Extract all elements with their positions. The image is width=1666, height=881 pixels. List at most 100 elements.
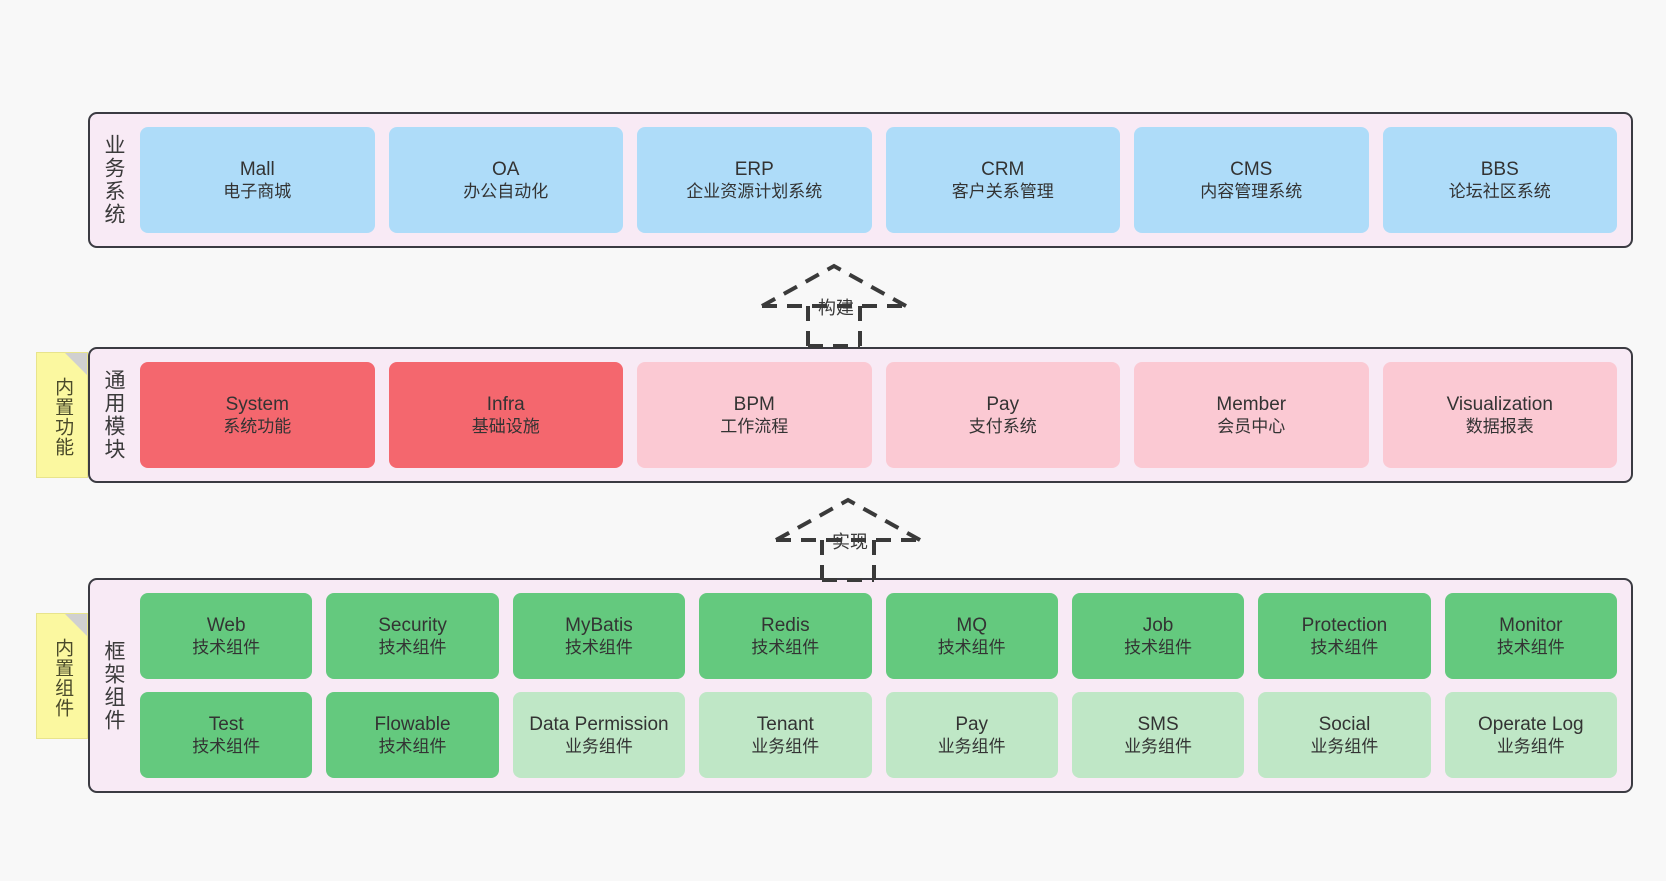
card-title-en: Visualization [1446, 393, 1553, 415]
layer-cards-business-system: Mall 电子商城 OA 办公自动化 ERP 企业资源计划系统 CRM 客户关系… [136, 114, 1631, 246]
card-data-permission[interactable]: Data Permission 业务组件 [512, 692, 686, 778]
card-visualization[interactable]: Visualization 数据报表 [1382, 362, 1617, 468]
card-title-cn: 业务组件 [937, 737, 1006, 757]
card-redis[interactable]: Redis 技术组件 [699, 593, 872, 679]
card-title-en: CRM [981, 158, 1025, 180]
card-protection[interactable]: Protection 技术组件 [1258, 593, 1431, 679]
card-title-cn: 支付系统 [968, 417, 1037, 437]
card-flowable[interactable]: Flowable 技术组件 [326, 692, 499, 778]
card-title-en: Mall [239, 158, 275, 180]
card-title-cn: 技术组件 [1310, 638, 1379, 658]
card-title-en: Flowable [374, 713, 451, 735]
layer-common-module: 通用模块 System 系统功能 Infra 基础设施 BPM 工作流程 Pay… [88, 347, 1633, 483]
card-mybatis[interactable]: MyBatis 技术组件 [512, 593, 686, 679]
card-title-cn: 企业资源计划系统 [686, 182, 823, 202]
card-title-cn: 业务组件 [751, 737, 820, 757]
card-sms[interactable]: SMS 业务组件 [1071, 692, 1245, 778]
card-title-cn: 技术组件 [378, 638, 447, 658]
layer-framework-component: 框架组件 Web 技术组件 Security 技术组件 MyBatis 技术组件… [88, 578, 1633, 793]
card-title-cn: 技术组件 [1124, 638, 1193, 658]
card-title-en: BPM [733, 393, 775, 415]
layer-cards-framework-component: Web 技术组件 Security 技术组件 MyBatis 技术组件 Redi… [136, 580, 1631, 791]
card-social[interactable]: Social 业务组件 [1258, 692, 1431, 778]
layer-title-business-system: 业务系统 [102, 134, 125, 226]
card-title-cn: 办公自动化 [463, 182, 549, 202]
card-title-cn: 客户关系管理 [951, 182, 1054, 202]
card-title-en: Infra [486, 393, 525, 415]
card-title-en: MyBatis [565, 614, 633, 636]
card-security[interactable]: Security 技术组件 [326, 593, 499, 679]
arrow-build-icon [761, 263, 907, 348]
card-crm[interactable]: CRM 客户关系管理 [885, 127, 1120, 233]
card-tenant[interactable]: Tenant 业务组件 [699, 692, 872, 778]
arrow-build [748, 258, 928, 353]
card-mq[interactable]: MQ 技术组件 [885, 593, 1058, 679]
card-title-en: Member [1216, 393, 1287, 415]
card-oa[interactable]: OA 办公自动化 [388, 127, 623, 233]
card-title-en: Monitor [1499, 614, 1563, 636]
sticky-note-builtin-component: 内置组件 [36, 613, 88, 739]
card-title-en: Web [206, 614, 246, 636]
card-operate-log[interactable]: Operate Log 业务组件 [1444, 692, 1617, 778]
card-cms[interactable]: CMS 内容管理系统 [1134, 127, 1369, 233]
card-title-cn: 工作流程 [720, 417, 789, 437]
card-erp[interactable]: ERP 企业资源计划系统 [637, 127, 872, 233]
card-title-en: Pay [986, 393, 1020, 415]
card-title-en: CMS [1230, 158, 1273, 180]
sticky-note-label: 内置组件 [52, 638, 74, 718]
card-title-en: ERP [734, 158, 774, 180]
card-mall[interactable]: Mall 电子商城 [140, 127, 375, 233]
card-title-en: Test [208, 713, 244, 735]
card-title-cn: 技术组件 [192, 737, 261, 757]
card-title-cn: 业务组件 [564, 737, 633, 757]
card-title-en: System [225, 393, 289, 415]
arrow-implement [762, 492, 942, 587]
card-title-cn: 技术组件 [1496, 638, 1565, 658]
card-web[interactable]: Web 技术组件 [140, 593, 313, 679]
card-title-cn: 会员中心 [1217, 417, 1286, 437]
card-bbs[interactable]: BBS 论坛社区系统 [1382, 127, 1617, 233]
card-member[interactable]: Member 会员中心 [1134, 362, 1369, 468]
note-fold-corner-icon [65, 614, 87, 636]
card-test[interactable]: Test 技术组件 [140, 692, 313, 778]
card-title-cn: 系统功能 [223, 417, 292, 437]
card-infra[interactable]: Infra 基础设施 [388, 362, 623, 468]
card-system[interactable]: System 系统功能 [140, 362, 375, 468]
card-row: Test 技术组件 Flowable 技术组件 Data Permission … [140, 692, 1617, 778]
card-title-cn: 内容管理系统 [1200, 182, 1303, 202]
card-title-en: Redis [761, 614, 810, 636]
card-title-en: MQ [956, 614, 987, 636]
card-title-en: Social [1318, 713, 1371, 735]
card-title-cn: 论坛社区系统 [1448, 182, 1551, 202]
note-fold-corner-icon [65, 353, 87, 375]
card-title-en: Protection [1301, 614, 1388, 636]
card-title-cn: 业务组件 [1124, 737, 1193, 757]
card-title-en: BBS [1480, 158, 1519, 180]
card-title-en: OA [492, 158, 520, 180]
card-pay-component[interactable]: Pay 业务组件 [885, 692, 1058, 778]
card-title-en: Job [1142, 614, 1174, 636]
arrow-implement-label: 实现 [832, 532, 868, 552]
arrow-build-label: 构建 [818, 298, 854, 318]
card-title-cn: 基础设施 [471, 417, 540, 437]
card-title-cn: 技术组件 [937, 638, 1006, 658]
card-title-cn: 技术组件 [192, 638, 261, 658]
card-row: System 系统功能 Infra 基础设施 BPM 工作流程 Pay 支付系统… [140, 362, 1617, 468]
card-title-cn: 业务组件 [1496, 737, 1565, 757]
card-row: Mall 电子商城 OA 办公自动化 ERP 企业资源计划系统 CRM 客户关系… [140, 127, 1617, 233]
card-title-cn: 电子商城 [223, 182, 292, 202]
card-title-cn: 技术组件 [564, 638, 633, 658]
card-pay[interactable]: Pay 支付系统 [885, 362, 1120, 468]
layer-business-system: 业务系统 Mall 电子商城 OA 办公自动化 ERP 企业资源计划系统 CRM… [88, 112, 1633, 248]
card-title-en: Operate Log [1477, 713, 1584, 735]
card-title-cn: 业务组件 [1310, 737, 1379, 757]
card-monitor[interactable]: Monitor 技术组件 [1444, 593, 1617, 679]
card-job[interactable]: Job 技术组件 [1071, 593, 1245, 679]
card-title-en: SMS [1137, 713, 1179, 735]
card-title-en: Data Permission [529, 713, 669, 735]
layer-title-framework-component: 框架组件 [102, 639, 125, 732]
card-bpm[interactable]: BPM 工作流程 [637, 362, 872, 468]
card-title-cn: 技术组件 [378, 737, 447, 757]
card-title-en: Pay [955, 713, 989, 735]
sticky-note-builtin-function: 内置功能 [36, 352, 88, 478]
